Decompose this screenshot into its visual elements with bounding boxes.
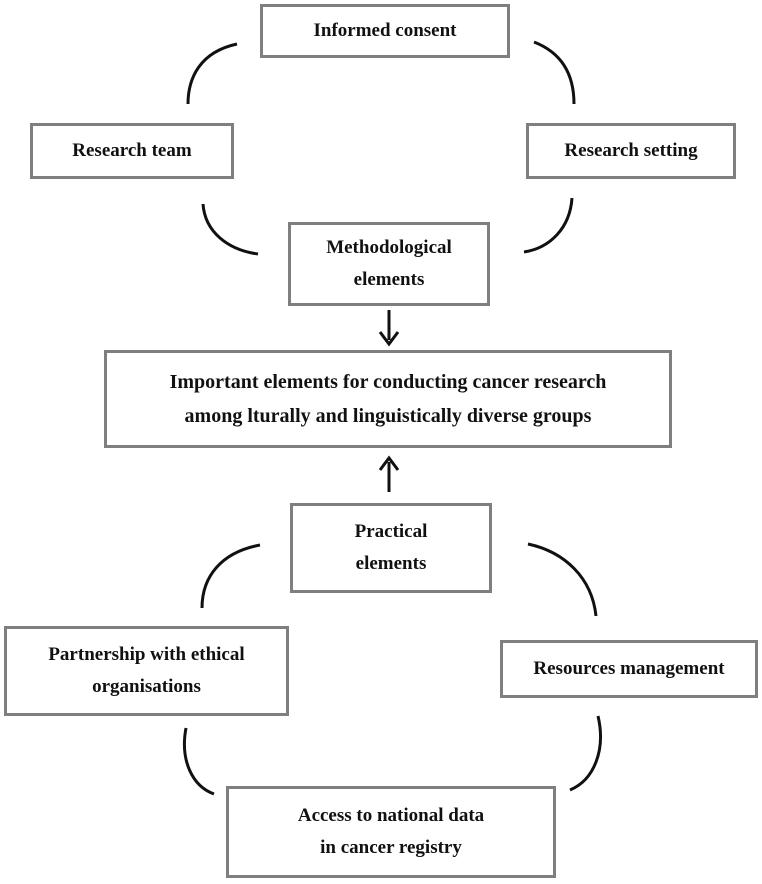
arc-practical-left [200,543,261,609]
research-setting-box: Research setting [526,123,736,179]
resources-management-label: Resources management [533,658,725,679]
access-line-1: Access to national data [297,805,485,826]
research-setting-label: Research setting [564,140,698,161]
research-team-label: Research team [72,140,192,161]
arc-mid-right [523,197,574,254]
arrow-up-head [378,455,400,471]
informed-consent-box: Informed consent [260,4,510,58]
practical-line-1: Practical [354,521,428,542]
resources-management-box: Resources management [500,640,758,698]
methodological-line-2: elements [353,269,425,290]
central-line-1: Important elements for conducting cancer… [169,371,607,393]
practical-line-2: elements [355,553,427,574]
informed-consent-label: Informed consent [313,20,457,41]
methodological-line-1: Methodological [326,237,452,258]
access-national-data-box: Access to national data in cancer regist… [226,786,556,878]
central-line-2: among lturally and linguistically divers… [184,405,592,427]
methodological-elements-box: Methodological elements [288,222,490,306]
practical-elements-box: Practical elements [290,503,492,593]
arc-practical-right [527,542,598,617]
arc-top-left [186,42,238,105]
partnership-line-2: organisations [92,676,201,697]
research-team-box: Research team [30,123,234,179]
arc-top-right [533,40,576,105]
arc-bottom-left [182,727,215,796]
arc-bottom-right [569,715,602,792]
partnership-line-1: Partnership with ethical [48,644,245,665]
arc-mid-left [201,203,259,256]
arrow-down-head [378,331,400,347]
partnership-box: Partnership with ethical organisations [4,626,289,716]
access-line-2: in cancer registry [320,837,462,858]
central-important-elements-box: Important elements for conducting cancer… [104,350,672,448]
